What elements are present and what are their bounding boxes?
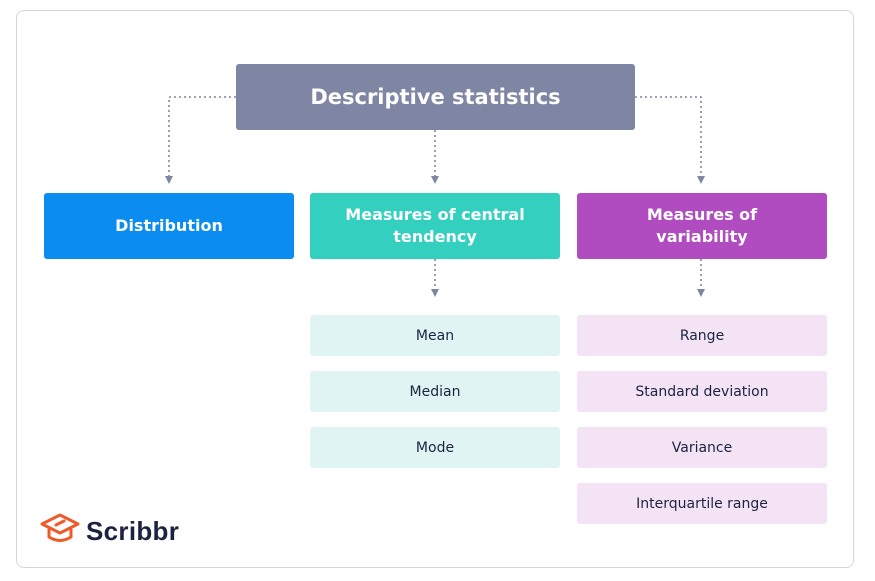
category-node-central-tendency: Measures of central tendency bbox=[310, 193, 560, 259]
logo-text: Scribbr bbox=[86, 515, 180, 546]
leaf-node-median: Median bbox=[310, 371, 560, 412]
leaf-node-interquartile-range: Interquartile range bbox=[577, 483, 827, 524]
category-node-variability: Measures of variability bbox=[577, 193, 827, 259]
graduation-cap-icon bbox=[40, 512, 80, 550]
leaf-node-standard-deviation: Standard deviation bbox=[577, 371, 827, 412]
category-node-distribution: Distribution bbox=[44, 193, 294, 259]
leaf-node-range: Range bbox=[577, 315, 827, 356]
leaf-node-variance: Variance bbox=[577, 427, 827, 468]
scribbr-logo: Scribbr bbox=[40, 513, 179, 549]
root-node-descriptive-statistics: Descriptive statistics bbox=[236, 64, 635, 130]
leaf-node-mean: Mean bbox=[310, 315, 560, 356]
leaf-node-mode: Mode bbox=[310, 427, 560, 468]
